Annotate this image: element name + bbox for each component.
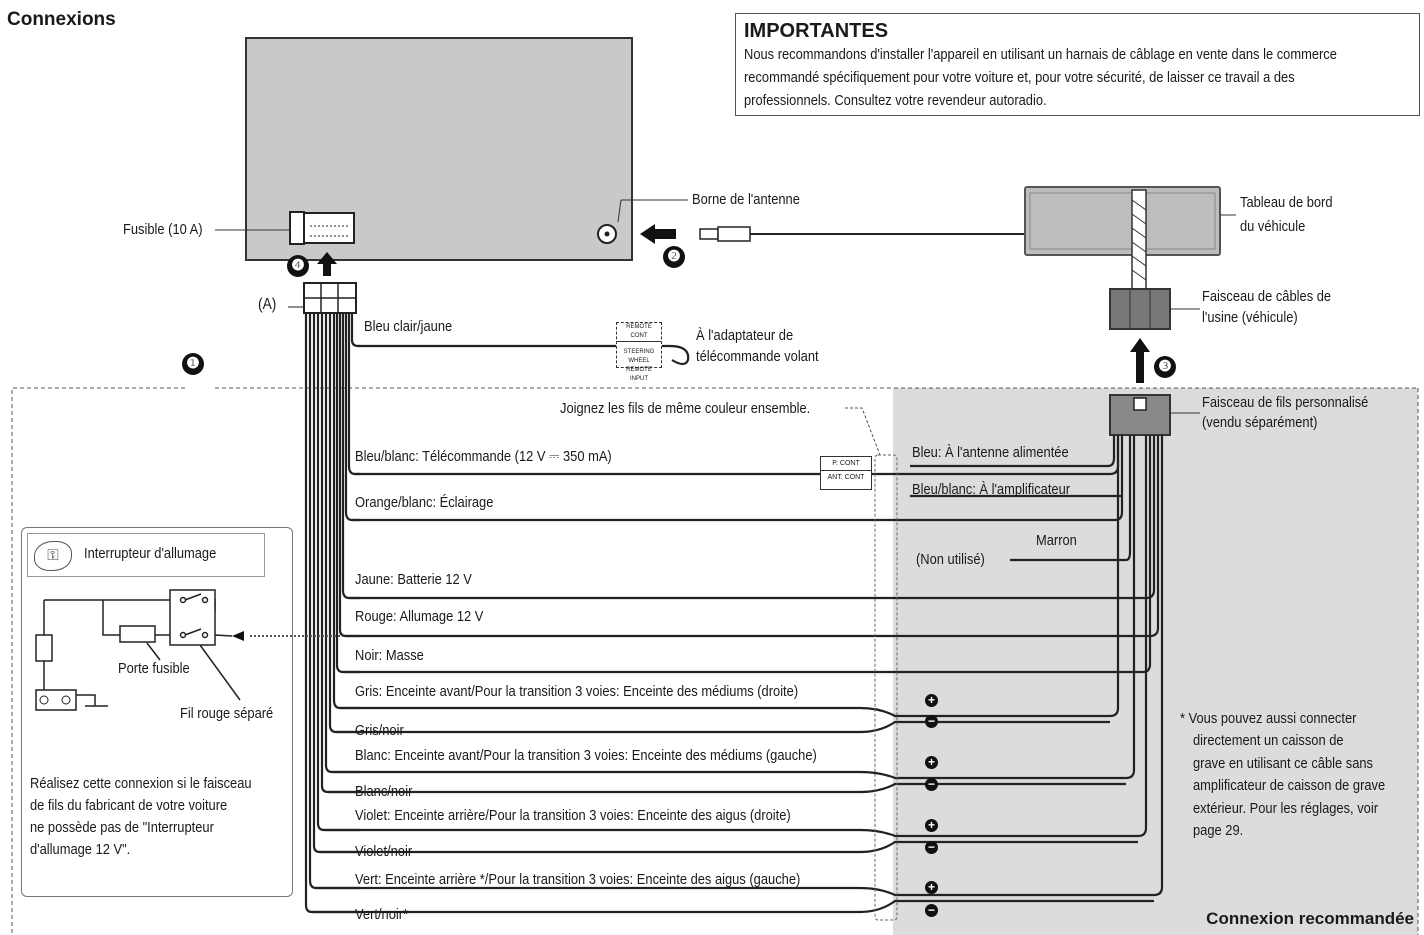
custom-harness-label: Faisceau de fils personnalisé [1202, 394, 1369, 411]
sub-note-line: * Vous pouvez aussi connecter [1180, 710, 1357, 727]
step-1-badge: ❶ [182, 353, 204, 375]
minus-marker: − [925, 841, 938, 854]
steering-remote-connector: REMOTE CONT STEERING WHEEL REMOTE INPUT [616, 322, 662, 382]
red-wire-label: Fil rouge séparé [180, 705, 274, 722]
plus-marker: + [925, 819, 938, 832]
minus-marker: − [925, 904, 938, 917]
important-box [735, 13, 1420, 116]
key-icon: ⚿ [34, 541, 72, 571]
steering-adapter-label: télécommande volant [696, 348, 819, 365]
important-heading: IMPORTANTES [744, 20, 889, 42]
sub-note-line: extérieur. Pour les réglages, voir [1193, 800, 1378, 817]
ignition-note-line: ne possède pas de "Interrupteur [30, 819, 214, 836]
ignition-note-line: de fils du fabricant de votre voiture [30, 797, 228, 814]
sub-note-line: directement un caisson de [1193, 732, 1344, 749]
custom-harness-label: (vendu séparément) [1202, 414, 1318, 431]
plus-marker: + [925, 756, 938, 769]
dashboard-label: Tableau de bord [1240, 194, 1333, 211]
wire-label: Rouge: Allumage 12 V [355, 608, 484, 625]
wire-label: Vert/noir* [355, 906, 409, 923]
fuse-label: Fusible (10 A) [123, 221, 203, 238]
wire-label: Jaune: Batterie 12 V [355, 571, 472, 588]
factory-harness-label: Faisceau de câbles de [1202, 288, 1332, 305]
ant-cont-text: ANT. CONT [827, 474, 865, 481]
plus-marker: + [925, 694, 938, 707]
wire-label: Bleu clair/jaune [364, 318, 453, 335]
wire-label: Gris: Enceinte avant/Pour la transition … [355, 683, 799, 700]
p-cont-text: P. CONT [821, 457, 871, 471]
antenna-terminal-label: Borne de l'antenne [692, 191, 800, 208]
wire-label: Vert: Enceinte arrière */Pour la transit… [355, 871, 801, 888]
fuse-socket [289, 211, 305, 245]
ignition-note-line: d'allumage 12 V". [30, 841, 131, 858]
ignition-switch-label: Interrupteur d'allumage [84, 545, 217, 562]
wire-label: Blanc: Enceinte avant/Pour la transition… [355, 747, 817, 764]
wire-label: Marron [1036, 532, 1077, 549]
factory-harness [1109, 288, 1171, 330]
remote-input-text: REMOTE INPUT [626, 367, 652, 382]
arrow-harness-up [1130, 338, 1150, 383]
arrow-antenna [640, 224, 676, 244]
wire-label: Bleu/blanc: Télécommande (12 V ⎓ 350 mA) [355, 448, 612, 465]
wire-label: Gris/noir [355, 722, 404, 739]
wire-label: Bleu/blanc: À l'amplificateur [912, 481, 1071, 498]
a-marker-label: (A) [258, 296, 277, 313]
remote-cont-text: REMOTE CONT [617, 323, 661, 342]
sub-note-line: grave en utilisant ce câble sans [1193, 755, 1373, 772]
ignition-inset [21, 527, 293, 897]
recommended-zone [893, 388, 1418, 935]
steering-adapter-label: À l'adaptateur de [696, 327, 794, 344]
important-line: recommandé spécifiquement pour votre voi… [744, 69, 1295, 86]
step-4-badge: ❹ [287, 255, 309, 277]
join-marker [874, 454, 898, 921]
wire-label: (Non utilisé) [916, 551, 985, 568]
vehicle-dashboard [1024, 186, 1221, 256]
sub-note-line: page 29. [1193, 822, 1244, 839]
wire-label: Orange/blanc: Éclairage [355, 494, 494, 511]
ignition-note-line: Réalisez cette connexion si le faisceau [30, 775, 252, 792]
factory-harness-label: l'usine (véhicule) [1202, 309, 1298, 326]
minus-marker: − [925, 715, 938, 728]
unit-connector [303, 212, 355, 244]
join-wires-label: Joignez les fils de même couleur ensembl… [560, 400, 811, 417]
wire-label: Bleu: À l'antenne alimentée [912, 444, 1069, 461]
harness-outline [11, 387, 185, 935]
dashboard-label: du véhicule [1240, 218, 1306, 235]
important-line: Nous recommandons d'installer l'appareil… [744, 46, 1337, 63]
wire-label: Violet/noir [355, 843, 413, 860]
fuse-holder-label: Porte fusible [118, 660, 190, 677]
recommended-connection-label: Connexion recommandée [1206, 909, 1414, 928]
steering-wheel-text: STEERING WHEEL [623, 349, 655, 364]
step-2-badge: ❷ [663, 246, 685, 268]
step-3-badge: ❸ [1154, 356, 1176, 378]
wire-label: Violet: Enceinte arrière/Pour la transit… [355, 807, 791, 824]
page-title: Connexions [7, 9, 116, 30]
wire-label: Noir: Masse [355, 647, 424, 664]
important-line: professionnels. Consultez votre revendeu… [744, 92, 1047, 109]
p-cont-connector: P. CONT ANT. CONT [820, 456, 872, 490]
wire-label: Blanc/noir [355, 783, 413, 800]
sub-note-line: amplificateur de caisson de grave [1193, 777, 1386, 794]
minus-marker: − [925, 778, 938, 791]
plus-marker: + [925, 881, 938, 894]
arrow-connector-up [317, 252, 337, 276]
